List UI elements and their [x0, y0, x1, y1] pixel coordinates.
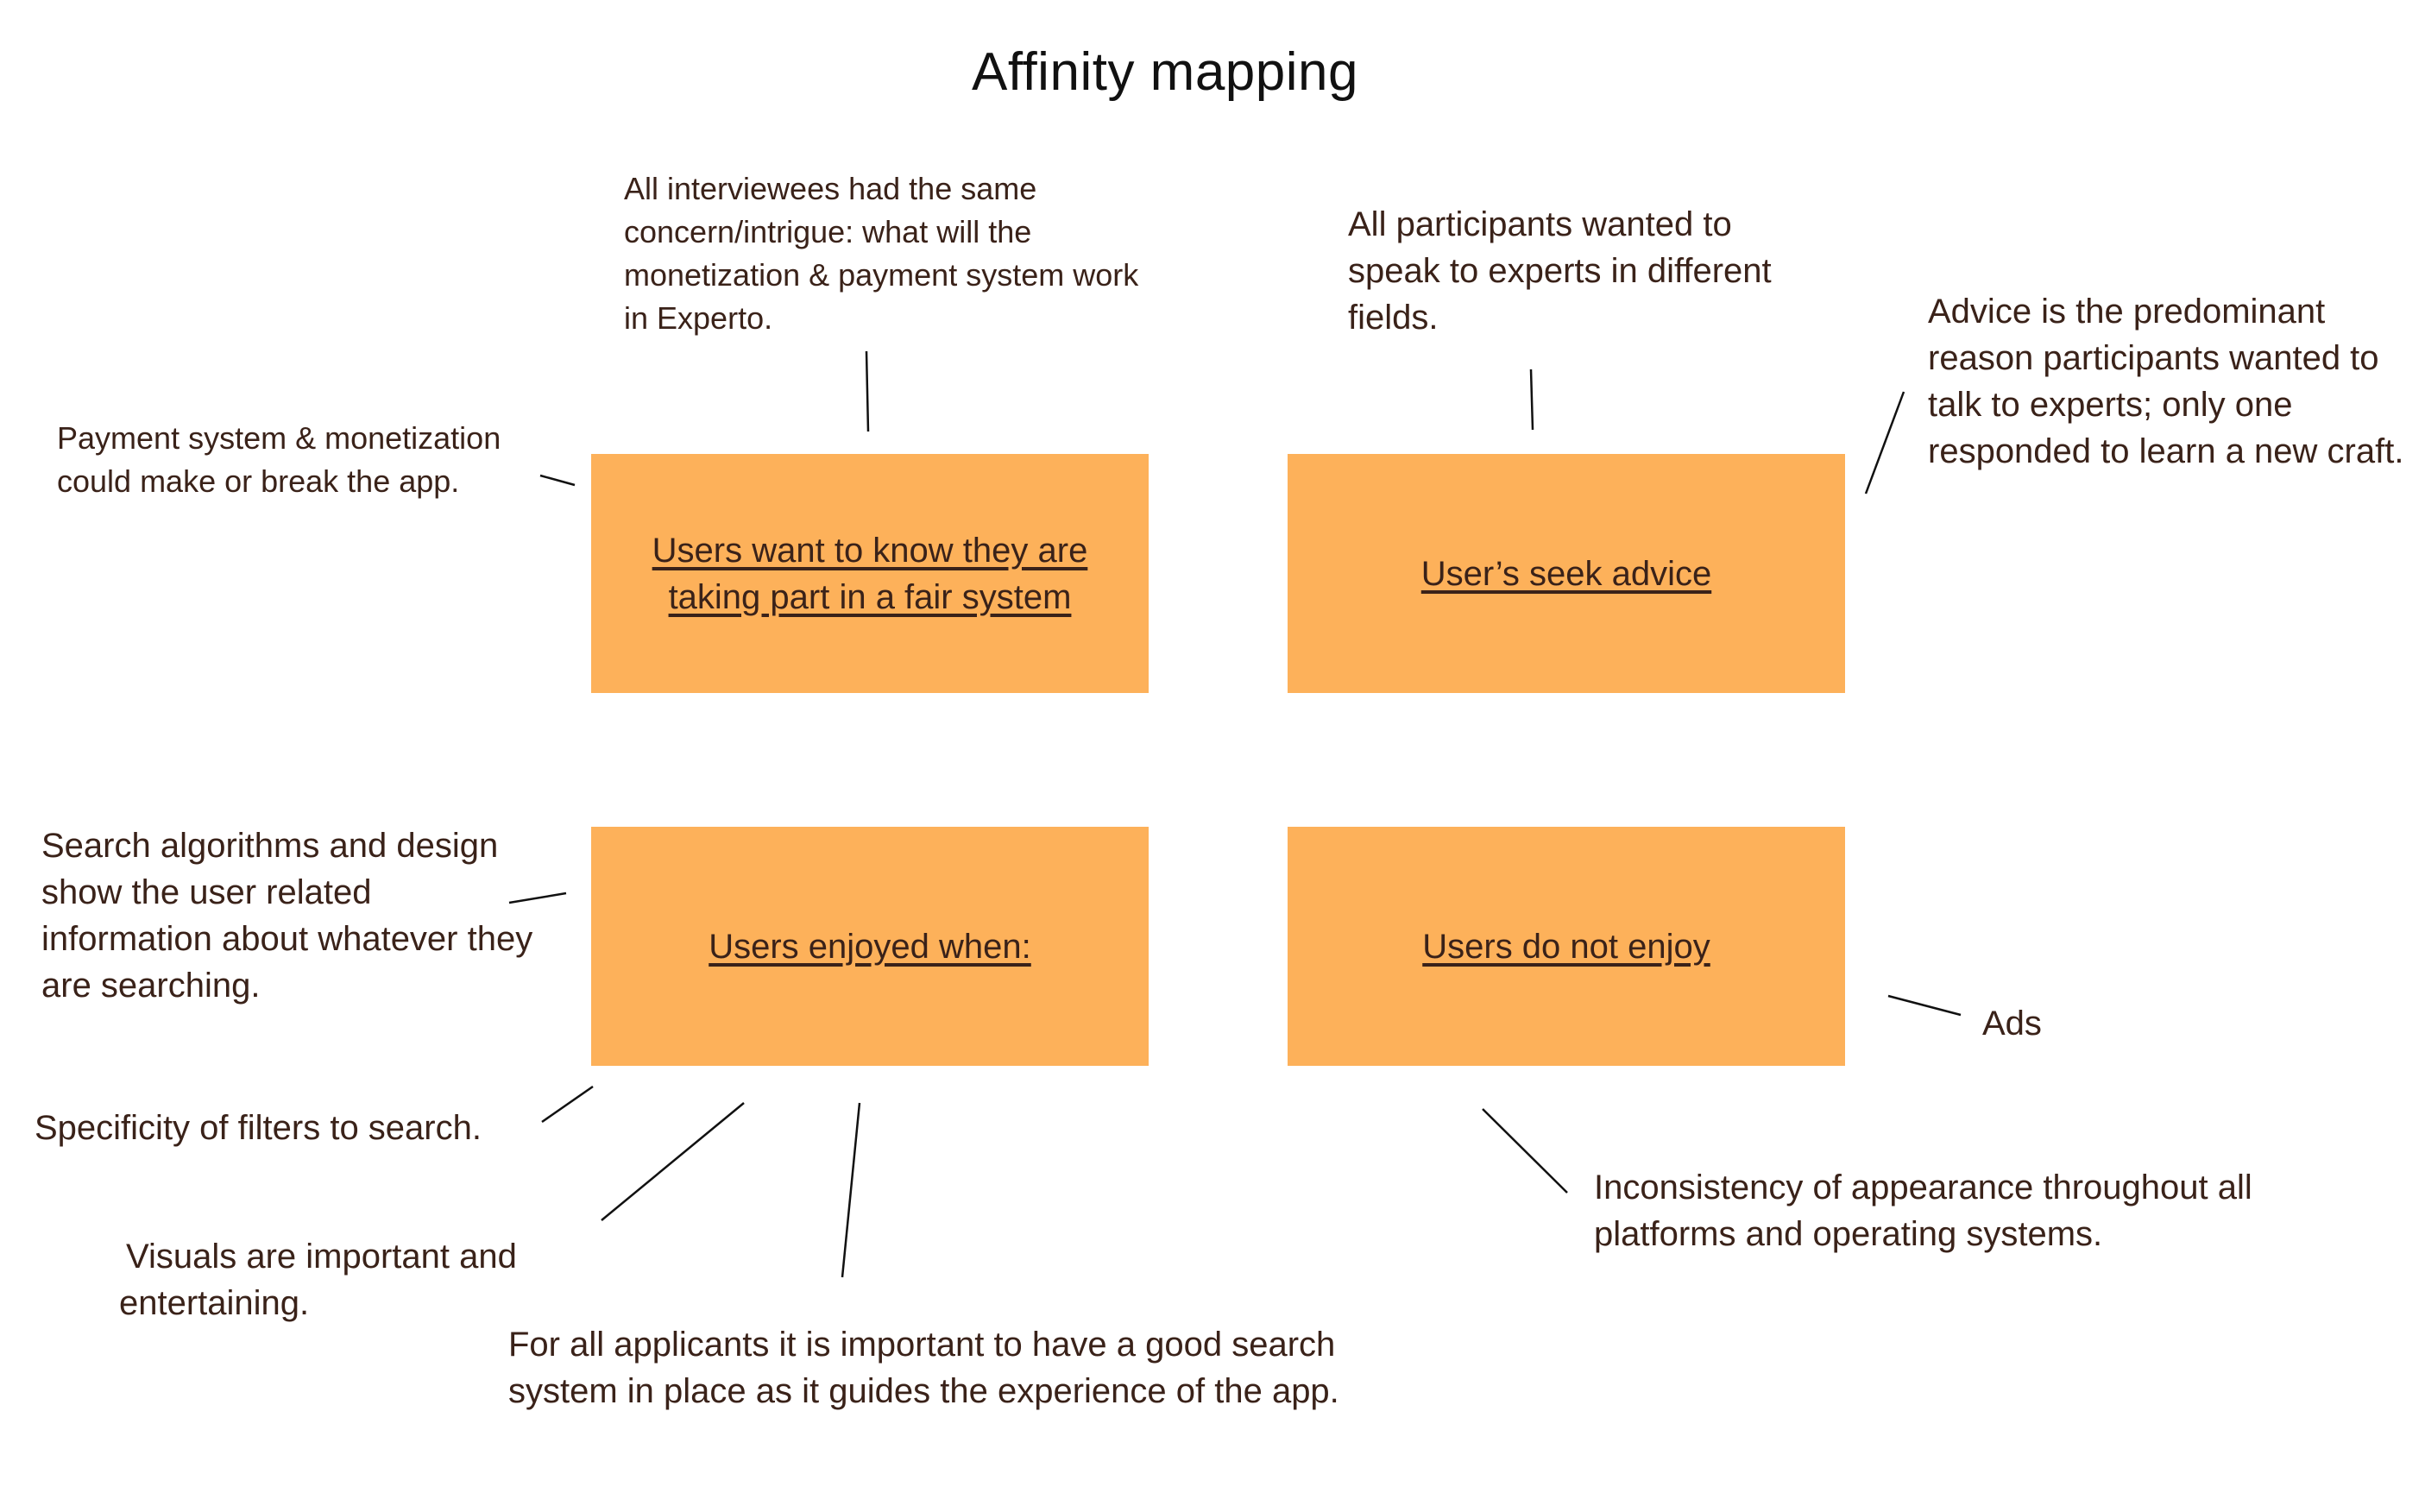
connector-ads — [1887, 994, 1962, 1017]
sticky-fair-system: Users want to know they are taking part … — [591, 454, 1149, 693]
connector-inconsistency — [1482, 1108, 1568, 1194]
note-search-algorithms: Search algorithms and design show the us… — [41, 827, 533, 1005]
connector-experts — [1529, 369, 1534, 431]
note-payment-make-break: Payment system & monetization could make… — [57, 420, 501, 499]
connector-filters — [541, 1085, 594, 1124]
connector-search-algorithms — [508, 891, 567, 904]
note-speak-to-experts: All participants wanted to speak to expe… — [1348, 205, 1772, 337]
note-ads: Ads — [1982, 1005, 2042, 1043]
sticky-seek-advice: User’s seek advice — [1288, 454, 1845, 693]
sticky-enjoyed-when: Users enjoyed when: — [591, 827, 1149, 1066]
sticky-label: Users enjoyed when: — [709, 927, 1031, 966]
sticky-label: Users want to know they are taking part … — [652, 531, 1088, 616]
connector-payment — [539, 474, 576, 487]
sticky-label: User’s seek advice — [1420, 554, 1712, 593]
note-inconsistency: Inconsistency of appearance throughout a… — [1594, 1169, 2252, 1253]
connector-advice — [1864, 391, 1905, 495]
connector-good-search — [841, 1102, 861, 1278]
connector-interviewees — [865, 350, 870, 432]
note-interviewees-concern: All interviewees had the same concern/in… — [624, 171, 1139, 336]
note-visuals-important: Visuals are important and entertaining. — [119, 1238, 517, 1322]
sticky-do-not-enjoy: Users do not enjoy — [1288, 827, 1845, 1066]
sticky-label: Users do not enjoy — [1422, 927, 1710, 966]
note-advice-predominant: Advice is the predominant reason partici… — [1928, 293, 2404, 470]
note-filters-specificity: Specificity of filters to search. — [35, 1109, 482, 1147]
connector-visuals — [601, 1102, 745, 1221]
page-title: Affinity mapping — [972, 42, 1358, 102]
note-good-search-system: For all applicants it is important to ha… — [508, 1326, 1339, 1410]
